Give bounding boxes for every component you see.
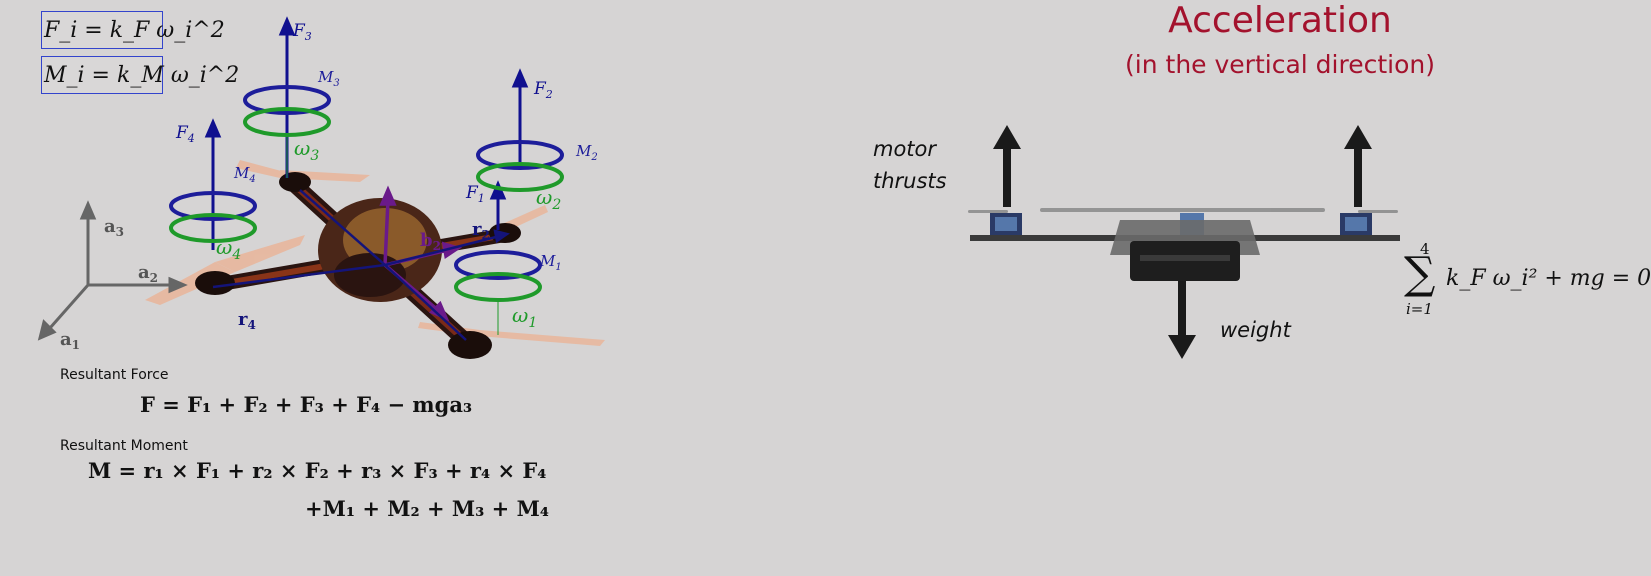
rotor-1 xyxy=(454,250,542,335)
force-law-box: F_i = k_F ω_i^2 xyxy=(41,11,225,49)
resultant-force-heading: Resultant Force xyxy=(60,367,169,383)
label-M2: M2 xyxy=(575,142,598,163)
quadrotor-diagram: F3 M3 ω3 F2 M2 ω2 F4 M4 ω4 F1 M1 ω1 r2 r… xyxy=(37,16,605,359)
weight-label: weight xyxy=(1220,318,1291,342)
sum-body: k_F ω_i² + mg = 0 xyxy=(1446,266,1651,291)
moment-law-box: M_i = k_M ω_i^2 xyxy=(41,56,239,94)
sum-lower-limit: i=1 xyxy=(1406,300,1433,318)
resultant-moment-equation-2: +M₁ + M₂ + M₃ + M₄ xyxy=(305,496,550,521)
label-a1: a1 xyxy=(60,329,80,352)
label-w1: ω1 xyxy=(512,303,537,331)
vertical-equilibrium-equation: 4 ∑ i=1 k_F ω_i² + mg = 0 xyxy=(1398,240,1651,330)
page-subtitle: (in the vertical direction) xyxy=(1125,50,1435,79)
rotor-2 xyxy=(476,140,564,192)
label-F2: F2 xyxy=(533,79,553,101)
label-M3: M3 xyxy=(317,68,340,89)
label-b2: b2 xyxy=(420,230,441,253)
label-w2: ω2 xyxy=(536,185,561,213)
rotor-3 xyxy=(243,85,331,178)
label-F3: F3 xyxy=(292,21,312,43)
resultant-moment-equation-1: M = r₁ × F₁ + r₂ × F₂ + r₃ × F₃ + r₄ × F… xyxy=(88,458,547,483)
side-view-quad xyxy=(968,125,1400,359)
sum-upper-limit: 4 xyxy=(1420,240,1430,258)
rotor-4 xyxy=(169,191,257,243)
thrust-arrows xyxy=(204,16,529,250)
position-vectors xyxy=(212,189,510,341)
resultant-moment-heading: Resultant Moment xyxy=(60,438,188,454)
motor-thrusts-label: motor thrusts xyxy=(873,137,947,193)
page-title: Acceleration xyxy=(1168,0,1392,41)
label-w4: ω4 xyxy=(216,235,241,263)
label-M4: M4 xyxy=(233,164,256,185)
sum-symbol: ∑ xyxy=(1404,248,1436,299)
label-r4: r4 xyxy=(238,309,256,332)
label-F4: F4 xyxy=(175,123,195,145)
label-a3: a3 xyxy=(104,216,124,239)
label-w3: ω3 xyxy=(294,136,319,164)
label-a2: a2 xyxy=(138,262,158,285)
inertial-frame xyxy=(37,200,188,341)
label-r2: r2 xyxy=(472,219,490,242)
resultant-force-equation: F = F₁ + F₂ + F₃ + F₄ − mga₃ xyxy=(140,392,473,417)
label-F1: F1 xyxy=(465,183,485,205)
label-M1: M1 xyxy=(539,252,562,273)
